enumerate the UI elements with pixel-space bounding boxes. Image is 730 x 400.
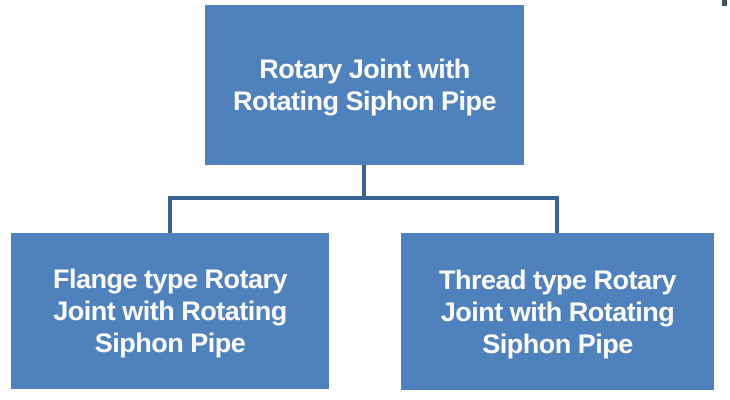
node-label-line: Siphon Pipe — [94, 328, 246, 358]
node-label-line: Siphon Pipe — [482, 328, 633, 359]
node-label-line: Flange type Rotary — [52, 264, 288, 294]
connector-right-drop — [555, 196, 559, 233]
connector-stem — [362, 165, 366, 198]
node-flange-type: Flange type Rotary Joint with Rotating S… — [11, 233, 329, 389]
node-thread-type: Thread type Rotary Joint with Rotating S… — [401, 233, 714, 390]
node-label-line: Joint with Rotating — [440, 296, 675, 327]
connector-horizontal — [168, 196, 559, 200]
corner-artifact-mark — [722, 0, 727, 6]
node-label-line: Rotary Joint with — [259, 54, 470, 84]
node-label-line: Joint with Rotating — [53, 296, 287, 326]
node-rotary-joint: Rotary Joint with Rotating Siphon Pipe — [205, 5, 524, 165]
node-label-line: Rotating Siphon Pipe — [233, 86, 496, 116]
connector-left-drop — [168, 196, 172, 233]
node-label-line: Thread type Rotary — [438, 264, 677, 295]
